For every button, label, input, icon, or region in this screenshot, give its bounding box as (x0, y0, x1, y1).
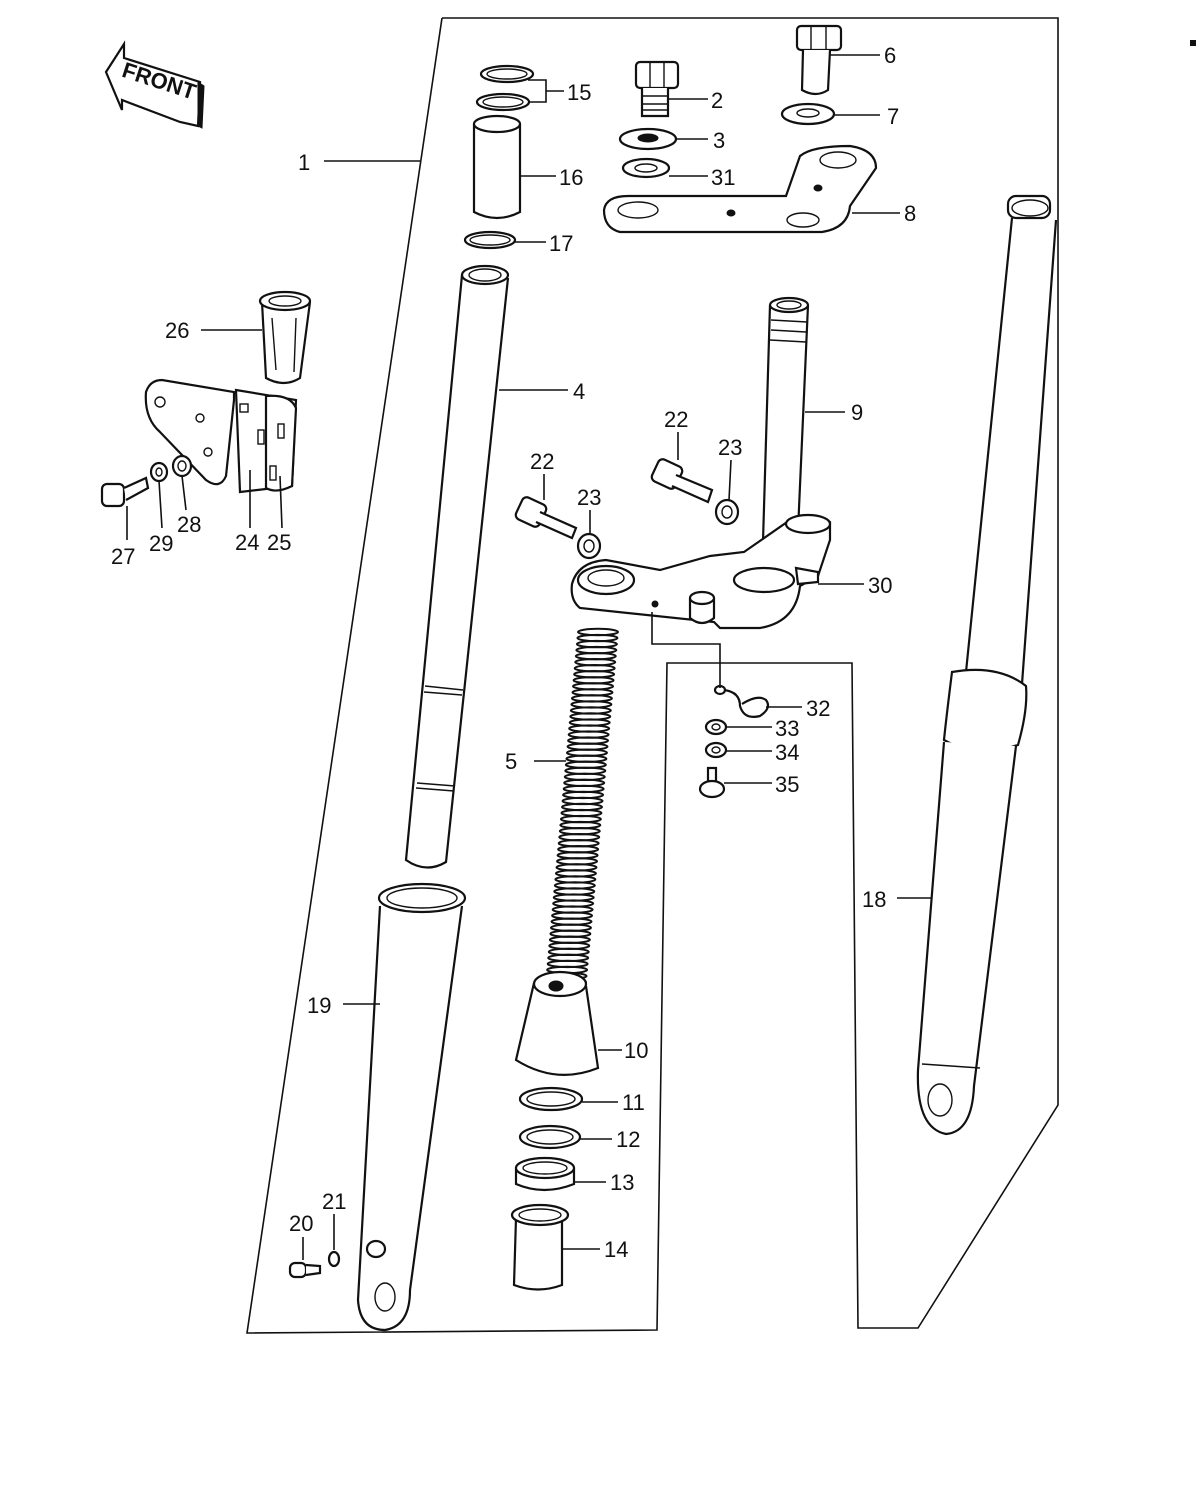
callout-14: 14 (604, 1237, 628, 1262)
front-arrow-icon: FRONT (104, 40, 205, 129)
drain-screw (288, 1261, 322, 1279)
callout-21: 21 (322, 1189, 346, 1214)
callout-16: 16 (559, 165, 583, 190)
headlight-bracket (144, 378, 298, 494)
washer-28 (171, 454, 193, 478)
callout-19: 19 (307, 993, 331, 1018)
callout-31: 31 (711, 165, 735, 190)
screw-35 (698, 766, 726, 799)
lower-bracket (570, 513, 832, 630)
inner-tube (404, 264, 510, 869)
callout-20: 20 (289, 1211, 313, 1236)
callout-24: 24 (235, 530, 259, 555)
clamp-bolt-left (514, 496, 578, 540)
washer-3 (618, 127, 678, 151)
washer-7 (780, 102, 836, 126)
callout-23a: 23 (577, 485, 601, 510)
callout-9: 9 (851, 400, 863, 425)
bolt-top-small (634, 60, 680, 118)
clamp-bolt-right (650, 458, 714, 504)
fork-collar (472, 114, 522, 220)
callout-2: 2 (711, 88, 723, 113)
callout-30: 30 (868, 573, 892, 598)
callout-35: 35 (775, 772, 799, 797)
fork-spring (545, 627, 619, 987)
bushing (510, 1203, 570, 1291)
callout-32: 32 (806, 696, 830, 721)
outer-tube-left (356, 882, 467, 1332)
callout-26: 26 (165, 318, 189, 343)
callout-13: 13 (610, 1170, 634, 1195)
callout-1: 1 (298, 150, 310, 175)
callout-18: 18 (862, 887, 886, 912)
washer-33 (704, 718, 728, 736)
callout-4: 4 (573, 379, 585, 404)
callout-8: 8 (904, 201, 916, 226)
headlight-bracket-damper (258, 290, 312, 385)
clamp-washer-right (714, 498, 740, 526)
callout-22a: 22 (530, 449, 554, 474)
washer-31 (621, 157, 671, 179)
circlip (463, 230, 517, 250)
callout-3: 3 (713, 128, 725, 153)
callout-34: 34 (775, 740, 799, 765)
lock-washer-29 (149, 461, 169, 483)
callout-6: 6 (884, 43, 896, 68)
callout-12: 12 (616, 1127, 640, 1152)
clamp-washer-left (576, 532, 602, 560)
washer-34 (704, 741, 728, 759)
callout-15: 15 (567, 80, 591, 105)
oil-seal-washer (518, 1086, 584, 1112)
leader-lines (126, 54, 932, 1260)
callout-labels: 1 2 3 4 5 6 7 8 9 10 11 12 13 14 15 16 1… (111, 43, 916, 1262)
callout-7: 7 (887, 104, 899, 129)
stem-bolt (795, 24, 843, 96)
callout-28: 28 (177, 512, 201, 537)
callout-17: 17 (549, 231, 573, 256)
hose-clamp (713, 684, 770, 718)
callout-22b: 22 (664, 407, 688, 432)
oil-seal (514, 1156, 576, 1192)
fork-leg-assembly (916, 194, 1058, 1136)
retaining-ring (518, 1124, 582, 1150)
callout-29: 29 (149, 531, 173, 556)
callout-33: 33 (775, 716, 799, 741)
callout-23b: 23 (718, 435, 742, 460)
callout-27: 27 (111, 544, 135, 569)
callout-10: 10 (624, 1038, 648, 1063)
o-rings (475, 64, 535, 112)
callout-11: 11 (622, 1090, 645, 1115)
cylinder-base (514, 970, 600, 1076)
callout-25: 25 (267, 530, 291, 555)
upper-bracket (602, 144, 878, 234)
bracket-bolt (100, 476, 150, 508)
corner-mark (1190, 40, 1196, 46)
assembly-outline (246, 17, 1059, 1334)
drain-washer (327, 1250, 341, 1268)
callout-5: 5 (505, 749, 517, 774)
